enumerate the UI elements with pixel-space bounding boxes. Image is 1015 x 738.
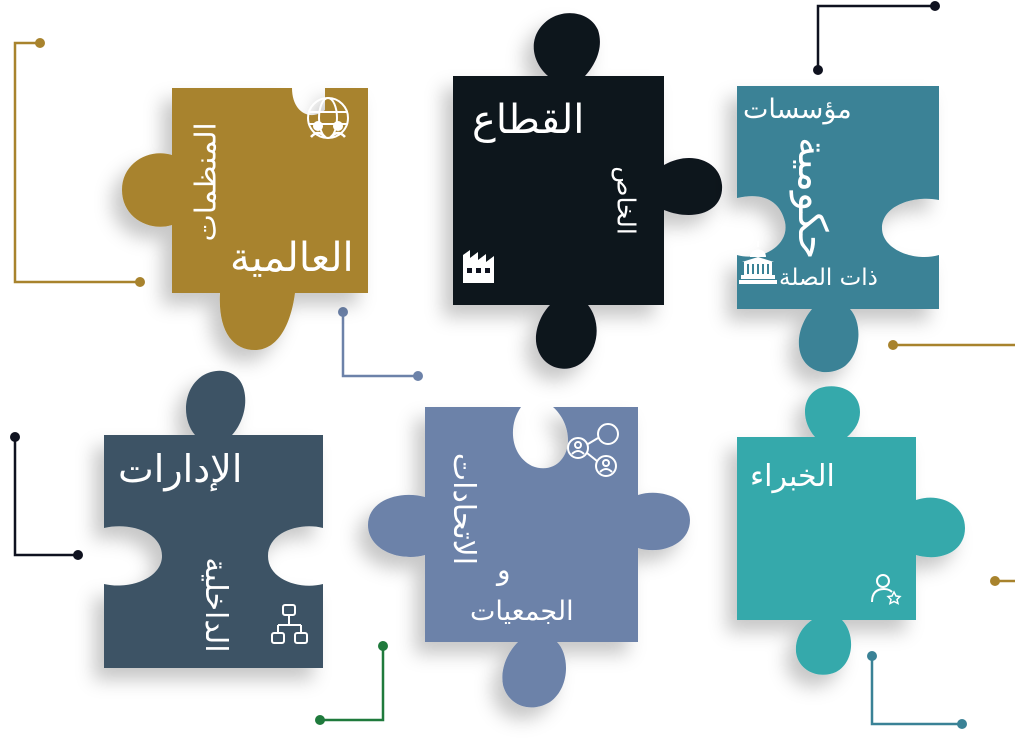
network-people-icon: [567, 423, 619, 477]
connector-dots: [10, 1, 1000, 729]
factory-icon: [463, 250, 494, 283]
unions-label-2: و: [497, 553, 511, 586]
internal-label-1: الإدارات: [118, 447, 243, 491]
international-label-2: العالمية: [230, 235, 354, 281]
connector-international-bottom: [341, 312, 418, 378]
government-label-3: ذات الصلة: [779, 265, 878, 291]
connector-unions: [320, 646, 385, 722]
connector-top-right: [816, 4, 935, 70]
private-label-1: القطاع: [472, 97, 585, 143]
user-star-icon: [871, 574, 902, 605]
government-building-icon: [739, 241, 777, 284]
connector-international: [13, 41, 140, 284]
private-label-2: الخاص: [611, 166, 641, 235]
connector-experts: [870, 656, 962, 726]
government-label-2: حكومية: [789, 137, 835, 260]
org-chart-icon: [271, 604, 308, 644]
connector-lines: [13, 4, 1015, 726]
puzzle-piece-international: [122, 88, 368, 350]
internal-label-2: الداخلية: [198, 557, 233, 653]
experts-label-1: الخبراء: [750, 459, 835, 494]
unions-label-3: الجمعيات: [470, 596, 574, 627]
connector-internal: [13, 437, 78, 557]
puzzle-piece-unions: [368, 407, 690, 708]
puzzle-piece-government: [737, 86, 939, 373]
puzzle-piece-private: [453, 13, 723, 369]
international-label-1: المنظمات: [188, 122, 223, 242]
puzzle-piece-internal: [104, 370, 323, 668]
globe-people-icon: [307, 97, 349, 139]
puzzle-piece-experts: [737, 386, 965, 675]
government-label-1: مؤسسات: [743, 94, 852, 125]
unions-label-1: الاتحادات: [446, 452, 481, 566]
